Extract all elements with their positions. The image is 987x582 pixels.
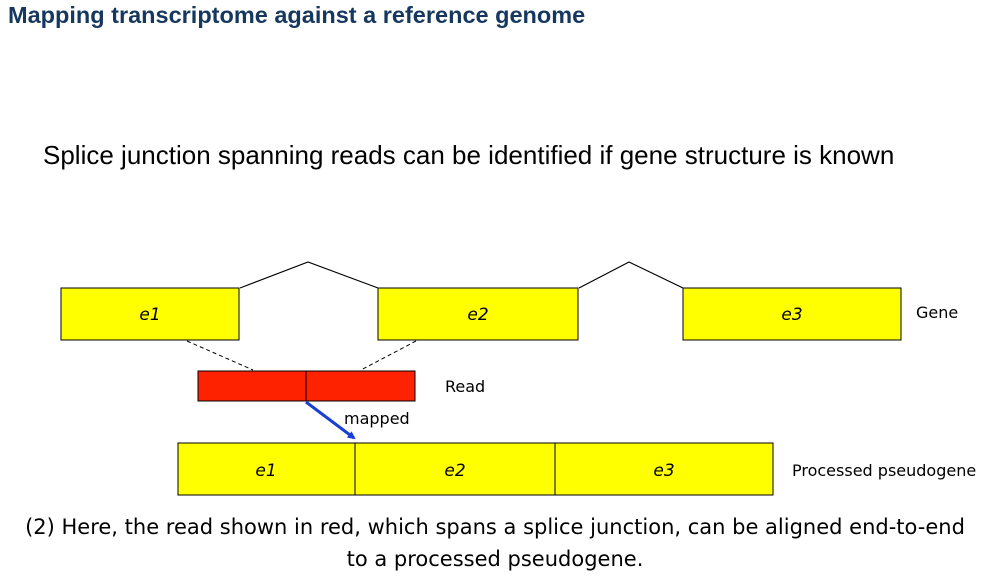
mapping-label: mapped [344, 409, 410, 428]
gene-exon-3-label: e3 [781, 305, 802, 325]
gene-exon-1 [60, 287, 240, 341]
slide-title: Mapping transcriptome against a referenc… [8, 2, 586, 28]
alignment-guide-left [186, 340, 254, 371]
gene-exon-2-label: e2 [467, 305, 488, 325]
gene-label: Gene [916, 303, 958, 322]
pseudogene-exon-2-label: e2 [444, 461, 465, 481]
gene-exon-1-label: e1 [139, 305, 160, 325]
pseudogene-exon-3-label: e3 [653, 461, 674, 481]
subtitle: Splice junction spanning reads can be id… [43, 140, 895, 170]
gene-exon-2 [377, 287, 579, 341]
pseudogene-exon-3 [554, 442, 774, 496]
mapping-arrow [305, 400, 356, 440]
read-segment-2 [305, 370, 416, 402]
read-segment-1 [197, 370, 307, 402]
gene-exon-3 [682, 287, 902, 341]
intron-connector-1 [239, 261, 379, 289]
pseudogene-exon-1 [177, 442, 356, 496]
alignment-guide-right [360, 340, 417, 371]
intron-connector-2 [578, 261, 684, 289]
caption: (2) Here, the read shown in red, which s… [25, 515, 965, 571]
read-label: Read [445, 377, 485, 396]
pseudogene-exon-2 [354, 442, 556, 496]
pseudogene-label: Processed pseudogene [792, 461, 976, 480]
pseudogene-exon-1-label: e1 [255, 461, 276, 481]
